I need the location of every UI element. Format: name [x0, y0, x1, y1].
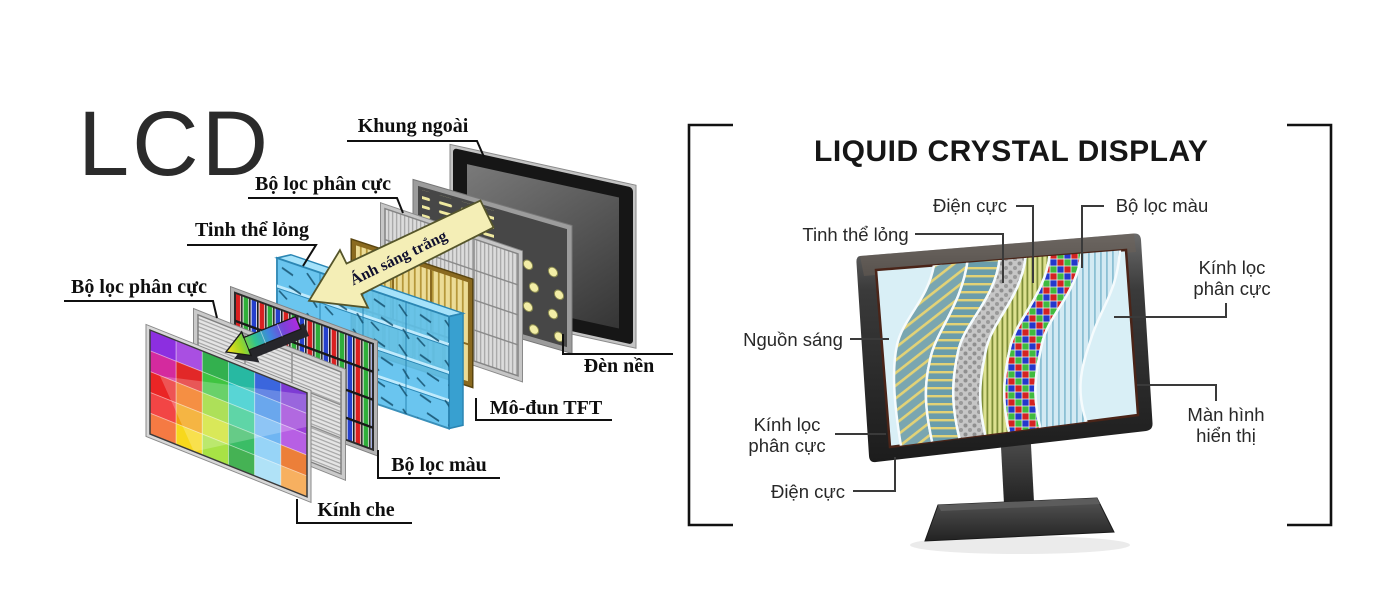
bracket-right — [1287, 123, 1333, 527]
bracket-left — [687, 123, 733, 527]
label-polarizer-left: Kính lọc phân cực — [748, 414, 826, 456]
label-rear-polarizer: Bộ lọc phân cực — [255, 173, 391, 195]
layer-cover-glass — [145, 323, 312, 504]
label-front-polarizer: Bộ lọc phân cực — [71, 276, 207, 298]
label-color-filter: Bộ lọc màu — [391, 454, 487, 476]
leader-lines-right — [835, 205, 1227, 492]
label-liquid-crystal-right: Tinh thể lỏng — [802, 224, 909, 245]
label-outer-frame: Khung ngoài — [357, 115, 469, 137]
monitor-stand — [924, 426, 1115, 542]
bracket-frame — [687, 123, 1333, 527]
screen-layer-bands — [892, 250, 1122, 447]
lcd-title: LCD — [78, 93, 272, 195]
label-backlight: Đèn nền — [583, 355, 655, 377]
monitor-illustration — [856, 233, 1153, 554]
rainbow-arrow — [224, 315, 310, 363]
label-display-screen: Màn hình hiển thị — [1187, 404, 1265, 446]
label-electrode-bottom: Điện cực — [770, 481, 846, 502]
label-polarizer-right: Kính lọc phân cực — [1193, 257, 1271, 299]
label-color-filter-right: Bộ lọc màu — [1115, 195, 1209, 216]
exploded-lcd-diagram: Ánh sáng trắng — [64, 140, 673, 524]
cover-glass-pixels — [149, 329, 308, 498]
label-liquid-crystal: Tinh thể lỏng — [194, 219, 310, 241]
label-electrode-top: Điện cực — [932, 195, 1008, 216]
right-panel-title: LIQUID CRYSTAL DISPLAY — [814, 135, 1209, 168]
leader-lines-left — [64, 140, 673, 524]
right-panel — [687, 123, 1333, 554]
label-light-source: Nguồn sáng — [743, 329, 843, 350]
label-tft-module: Mô-đun TFT — [489, 397, 603, 419]
label-cover-glass: Kính che — [317, 499, 395, 521]
